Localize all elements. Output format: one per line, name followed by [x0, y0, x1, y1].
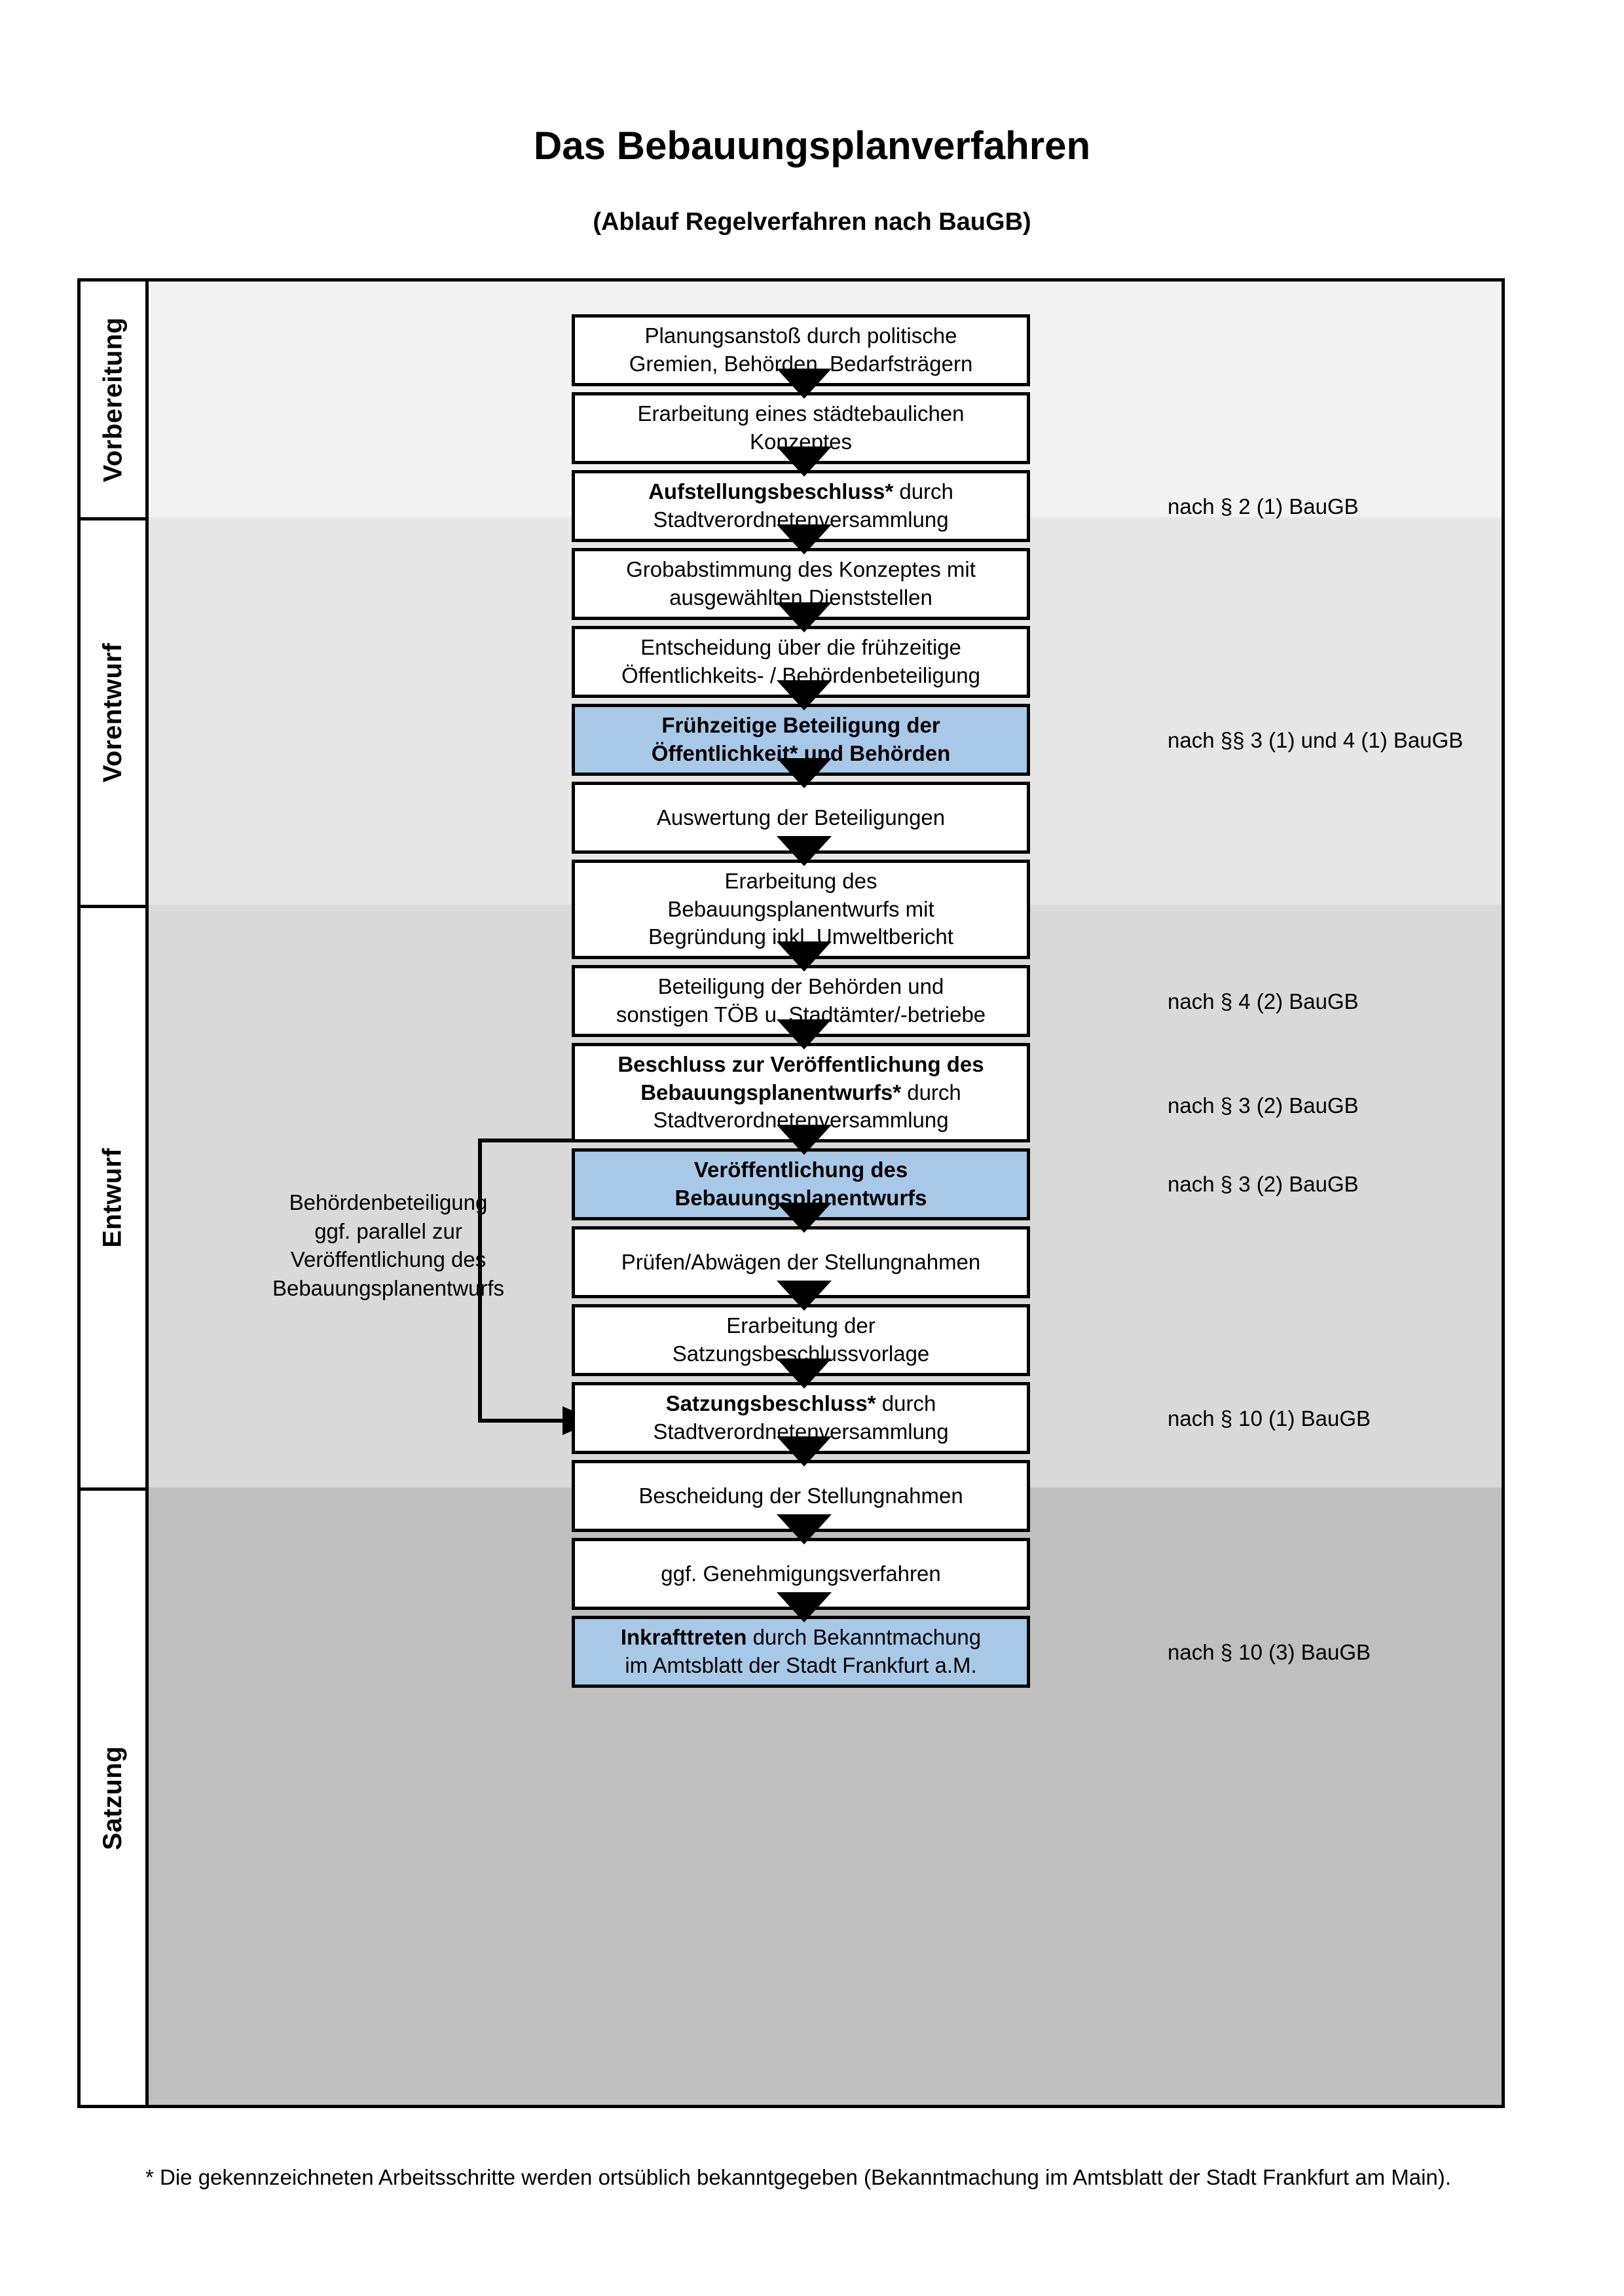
law-ref-para2-1: nach § 2 (1) BauGB: [1168, 494, 1359, 519]
law-ref-para3-2-a: nach § 3 (2) BauGB: [1168, 1093, 1359, 1118]
step-line: Satzungsbeschluss* durch: [665, 1391, 936, 1416]
step-line: Entscheidung über die frühzeitige: [640, 635, 961, 660]
lane-label-vorbereitung: Vorbereitung: [81, 282, 149, 517]
step-line: Erarbeitung des: [724, 868, 877, 893]
law-ref-para10-1: nach § 10 (1) BauGB: [1168, 1406, 1371, 1430]
arrow-down-icon: [777, 1203, 832, 1233]
arrow-down-icon: [777, 1592, 832, 1622]
lane-label-text: Satzung: [98, 1745, 128, 1850]
arrow-down-icon: [777, 602, 832, 632]
lane-label-text: Vorbereitung: [98, 317, 127, 482]
step-line: Planungsanstoß durch politische: [644, 323, 957, 348]
step-line: Erarbeitung eines städtebaulichen: [637, 401, 965, 426]
step-bold-text: Inkrafttreten: [620, 1625, 747, 1650]
arrow-down-icon: [777, 524, 832, 555]
arrow-down-icon: [777, 446, 832, 477]
step-line: im Amtsblatt der Stadt Frankfurt a.M.: [625, 1653, 977, 1677]
arrow-down-icon: [777, 680, 832, 710]
law-ref-para10-3: nach § 10 (3) BauGB: [1168, 1640, 1371, 1664]
lane-label-text: Vorentwurf: [98, 642, 127, 783]
side-note-line: Behördenbeteiligung: [289, 1190, 488, 1214]
step-line: Bescheidung der Stellungnahmen: [638, 1483, 963, 1508]
page-title: Das Bebauungsplanverfahren: [533, 124, 1091, 168]
step-line: Beschluss zur Veröffentlichung des: [618, 1051, 984, 1079]
step-bold-text: Beschluss zur Veröffentlichung des: [618, 1051, 984, 1076]
step-line: Erarbeitung der: [726, 1313, 876, 1338]
arrow-down-icon: [777, 836, 832, 866]
arrow-down-icon: [777, 941, 832, 972]
flow-step-inkrafttreten[interactable]: Inkrafttreten durch Bekanntmachung im Am…: [572, 1616, 1030, 1688]
step-line: Grobabstimmung des Konzeptes mit: [626, 557, 976, 582]
arrow-down-icon: [777, 1436, 832, 1467]
page-subtitle: (Ablauf Regelverfahren nach BauGB): [593, 208, 1031, 236]
step-line: ggf. Genehmigungsverfahren: [661, 1561, 941, 1586]
arrow-down-icon: [777, 1019, 832, 1049]
arrow-down-icon: [777, 1358, 832, 1389]
lane-label-entwurf: Entwurf: [81, 905, 149, 1487]
step-line: Inkrafttreten durch Bekanntmachung: [620, 1625, 982, 1650]
footnote-text: * Die gekennzeichneten Arbeitsschritte w…: [145, 2165, 1451, 2189]
arrow-down-icon: [777, 758, 832, 788]
arrow-down-icon: [777, 369, 832, 399]
law-ref-para4-2: nach § 4 (2) BauGB: [1168, 989, 1359, 1013]
side-note-line: ggf. parallel zur: [314, 1218, 462, 1243]
step-line: Veröffentlichung des: [693, 1157, 908, 1182]
step-bold-text: Bebauungsplanentwurfs*: [640, 1080, 902, 1104]
step-line: Beteiligung der Behörden und: [657, 974, 944, 999]
arrow-down-icon: [777, 1281, 832, 1311]
flowchart-frame: Vorbereitung Vorentwurf Entwurf Satzung …: [77, 278, 1505, 2108]
step-line: Bebauungsplanentwurfs* durch: [640, 1080, 961, 1104]
flow-step-beschluss-veroeffentlichung[interactable]: Beschluss zur Veröffentlichung des Bebau…: [572, 1043, 1030, 1142]
step-line: Aufstellungsbeschluss* durch: [648, 479, 953, 504]
arrow-down-icon: [777, 1125, 832, 1155]
lane-label-vorentwurf: Vorentwurf: [81, 517, 149, 905]
step-bold-text: Aufstellungsbeschluss*: [648, 479, 894, 504]
step-line: Bebauungsplanentwurfs mit: [667, 896, 934, 921]
flow-step-erarbeitung-konzept[interactable]: Erarbeitung eines städtebaulichen Konzep…: [572, 392, 1030, 464]
side-note-behoerdenbeteiligung: Behördenbeteiligung ggf. parallel zur Ve…: [231, 1188, 545, 1302]
law-ref-para3-1-4-1: nach §§ 3 (1) und 4 (1) BauGB: [1168, 728, 1464, 752]
lane-label-satzung: Satzung: [81, 1487, 149, 2105]
step-line: Prüfen/Abwägen der Stellungnahmen: [621, 1249, 981, 1274]
side-note-line: Veröffentlichung des: [290, 1247, 487, 1272]
arrow-down-icon: [777, 1514, 832, 1544]
step-line: Auswertung der Beteiligungen: [656, 805, 946, 829]
step-bold-text: Satzungsbeschluss*: [665, 1391, 876, 1416]
law-ref-para3-2-b: nach § 3 (2) BauGB: [1168, 1172, 1359, 1196]
side-note-line: Bebauungsplanentwurfs: [272, 1275, 505, 1300]
lane-label-text: Entwurf: [98, 1148, 127, 1248]
step-line: Frühzeitige Beteiligung der: [661, 713, 940, 738]
